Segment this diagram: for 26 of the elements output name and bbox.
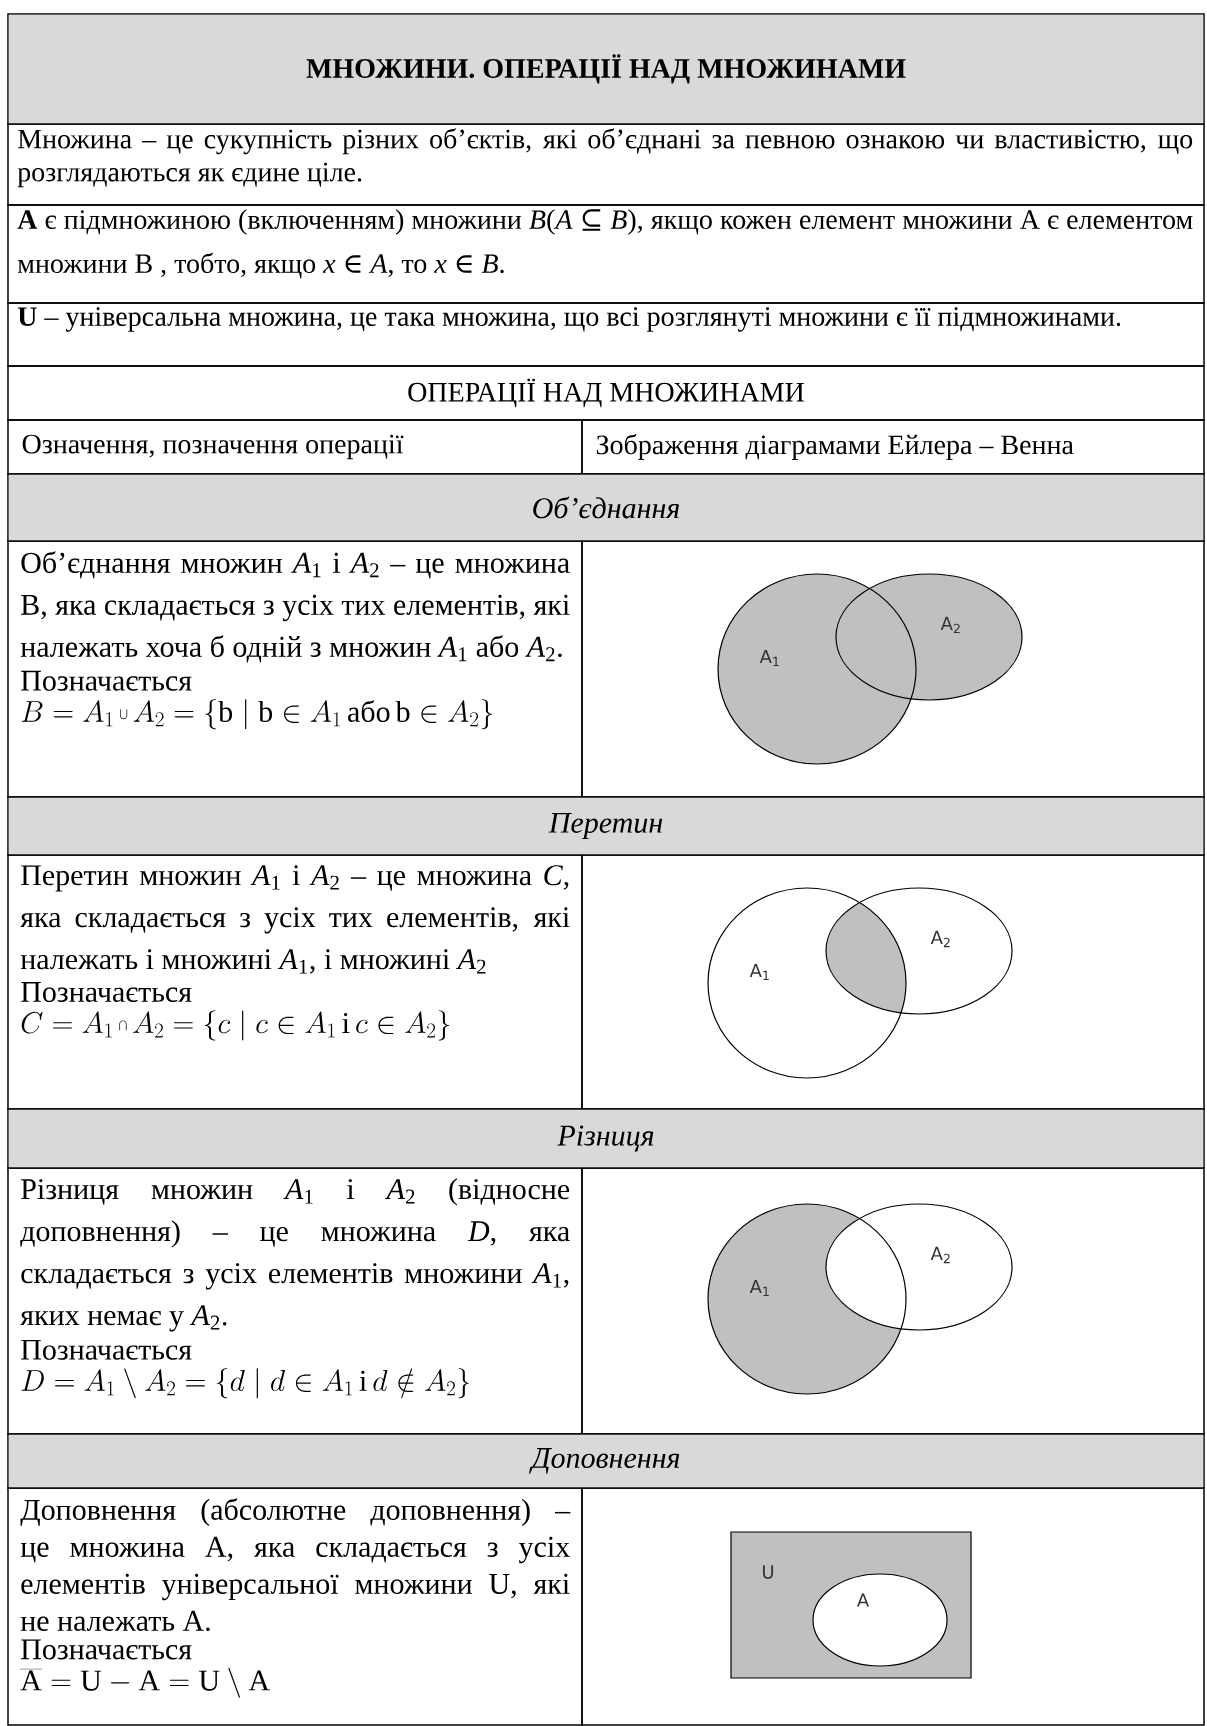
column-header: Зображення діаграмами Ейлера – Венна: [596, 434, 1074, 460]
formula: $\overline{\mathrm{A}}=\mathrm{U}-\mathrm{A}=\mathrm{U}\setminus\mathrm{A}$: [20, 1667, 270, 1698]
section-header: Перетин: [8, 797, 1204, 855]
column-header: Означення, позначення операції: [22, 434, 404, 460]
section-header: Різниця: [8, 1109, 1204, 1168]
definition-text: Об’єднання множин A$_{1}$ і A$_{2}$ – це множина B, яка складається з усіх тих елементів, які належать хоча б одній з множин A$_{1}$ або A$_{2}$.: [20, 551, 570, 663]
definition-text: Перетин множин A$_{1}$ і A$_{2}$ – це множина C, яка складається з усіх тих елементів, які належать і множині A$_{1}$, і множині A$_{2}$: [20, 865, 570, 974]
definition-text: U – універсальна множина, це така множина, що всі розглянуті множини є її підмножинами.: [17, 307, 1121, 332]
section-header: Об’єднання: [8, 474, 1204, 541]
node-label: A$_{2}$: [940, 616, 960, 634]
formula: $C=A_{1}\bigcap A_{2}=\left\{c\mid c\in A_{1}\,\mbox{і}\,c\in A_{2}\right\}$: [21, 1010, 450, 1041]
node-label: A$_{2}$: [930, 930, 950, 948]
title-band: МНОЖИНИ. ОПЕРАЦІЇ НАД МНОЖИНАМИ: [8, 14, 1204, 124]
section-title: ОПЕРАЦІЇ НАД МНОЖИНАМИ: [408, 378, 804, 408]
definition-text: Множина – це сукупність різних об’єктів, які об’єднані за певною ознакою чи властивістю, що розглядаються як єдине ціле.: [17, 128, 1193, 188]
definition-text: Доповнення (абсолютне доповнення) – це множина A, яка складається з усіх елементів універсальної множини U, які не належать A.: [20, 1498, 571, 1632]
definition-text: A є підмножиною (включенням) множини B(A ⊆ B), якщо кожен елемент множини A є елементом множини B , тобто, якщо x ∈ A, то x ∈ B.: [17, 209, 1193, 279]
formula: $D=A_{1}\setminus A_{2}=\left\{d\mid d\in A_{1}\,\mbox{і}\,d\notin A_{2}\right\}$: [21, 1368, 470, 1399]
notation-label: Позначається: [21, 670, 192, 691]
formula: $B=A_{1}\bigcup A_{2}=\left\{\mathrm{b}\mid\mathrm{b}\in A_{1}\,\mbox{або}\,\mathrm{b}\in A_{2}\right\}$: [21, 699, 493, 730]
notation-label: Позначається: [21, 982, 192, 1002]
section-header: Доповнення: [8, 1434, 1204, 1488]
notation-label: Позначається: [21, 1339, 192, 1360]
notation-label: Позначається: [21, 1639, 192, 1660]
definition-text: Різниця множин A$_{1}$ і A$_{2}$ (відносне доповнення) – це множина D, яка складається з усіх елементів множини A$_{1}$, яких немає у A$_{2}$.: [20, 1178, 570, 1332]
node-label: A$_{2}$: [930, 1246, 950, 1264]
